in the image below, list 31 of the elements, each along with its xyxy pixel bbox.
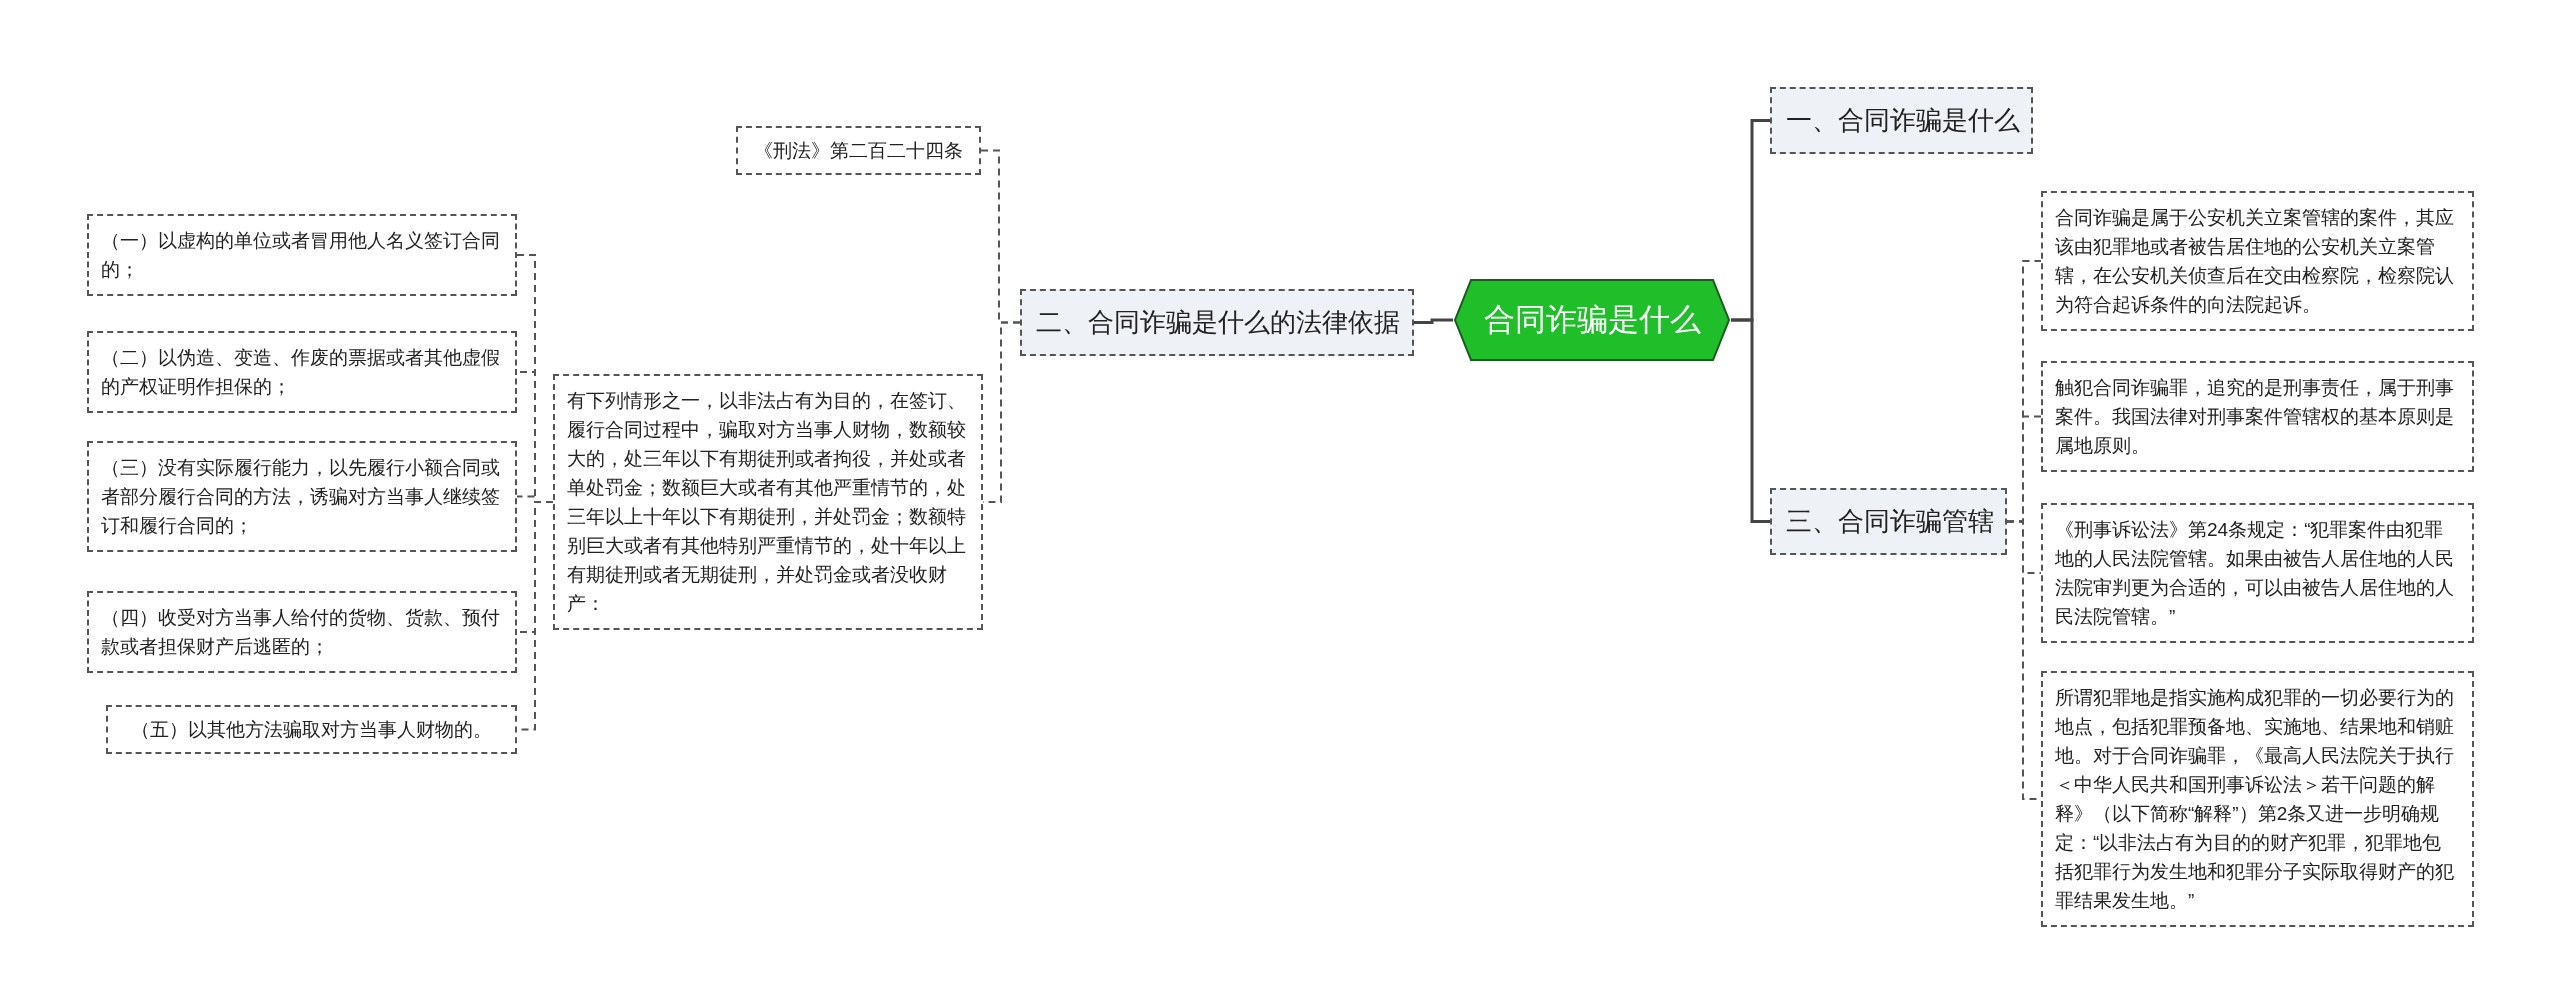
node-text: 合同诈骗是属于公安机关立案管辖的案件，其应该由犯罪地或者被告居住地的公安机关立案管辖，在公安机关侦查后在交由检察院，检察院认为符合起诉条件的向法院起诉。 bbox=[2055, 206, 2455, 317]
text-box bbox=[87, 331, 517, 413]
text-box bbox=[2041, 671, 2474, 927]
text-box bbox=[736, 126, 981, 175]
node-text: （三）没有实际履行能力，以先履行小额合同或者部分履行合同的方法，诱骗对方当事人继续签订和履行合同的； bbox=[101, 456, 501, 538]
text-box bbox=[2041, 191, 2474, 331]
connector-line bbox=[1731, 318, 1770, 523]
node-text: （一）以虚构的单位或者冒用他人名义签订合同的； bbox=[101, 229, 501, 282]
text-box bbox=[87, 214, 517, 296]
node-text: 所谓犯罪地是指实施构成犯罪的一切必要行为的地点，包括犯罪预备地、实施地、结果地和销赃地。对于合同诈骗罪，《最高人民法院关于执行＜中华人民共和国刑事诉讼法＞若干问题的解释》（以下简称“解释”）第2条又进一步明确规定：“以非法占有为目的的财产犯罪，犯罪地包括犯罪行为发生地和犯罪分子实际取得财产的犯罪结果发生地。” bbox=[2055, 686, 2455, 913]
node-text: （五）以其他方法骗取对方当事人财物的。 bbox=[130, 718, 493, 742]
node-text: （二）以伪造、变造、作废的票据或者其他虚假的产权证明作担保的； bbox=[101, 346, 501, 399]
node-text: 触犯合同诈骗罪，追究的是刑事责任，属于刑事案件。我国法律对刑事案件管辖权的基本原则是属地原则。 bbox=[2055, 376, 2455, 458]
node-text: 合同诈骗是什么 bbox=[1483, 300, 1701, 339]
connector-line bbox=[1414, 318, 1453, 324]
text-box bbox=[87, 591, 517, 673]
text-box bbox=[2041, 361, 2474, 472]
node-text: 《刑法》第二百二十四条 bbox=[753, 139, 964, 163]
text-box bbox=[553, 374, 983, 630]
text-box bbox=[87, 441, 517, 552]
topic-box bbox=[1770, 87, 2033, 154]
node-text: 二、合同诈骗是什么的法律依据 bbox=[1036, 306, 1398, 339]
text-box bbox=[106, 705, 517, 754]
node-text: 有下列情形之一，以非法占有为目的，在签订、履行合同过程中，骗取对方当事人财物，数额较大的，处三年以下有期徒刑或者拘役，并处或者单处罚金；数额巨大或者有其他严重情节的，处三年以上十年以下有期徒刑，并处罚金；数额特别巨大或者有其他特别严重情节的，处十年以上有期徒刑或者无期徒刑，并处罚金或者没收财产： bbox=[567, 389, 967, 616]
topic-box bbox=[1770, 488, 2007, 555]
topic-box bbox=[1020, 289, 1414, 356]
root-topic-hexagon bbox=[1453, 278, 1731, 362]
text-box bbox=[2041, 503, 2474, 643]
node-text: 《刑事诉讼法》第24条规定：“犯罪案件由犯罪地的人民法院管辖。如果由被告人居住地的人民法院审判更为合适的，可以由被告人居住地的人民法院管辖。” bbox=[2055, 518, 2455, 629]
node-text: （四）收受对方当事人给付的货物、货款、预付款或者担保财产后逃匿的； bbox=[101, 606, 501, 659]
node-text: 三、合同诈骗管辖 bbox=[1786, 505, 1991, 538]
